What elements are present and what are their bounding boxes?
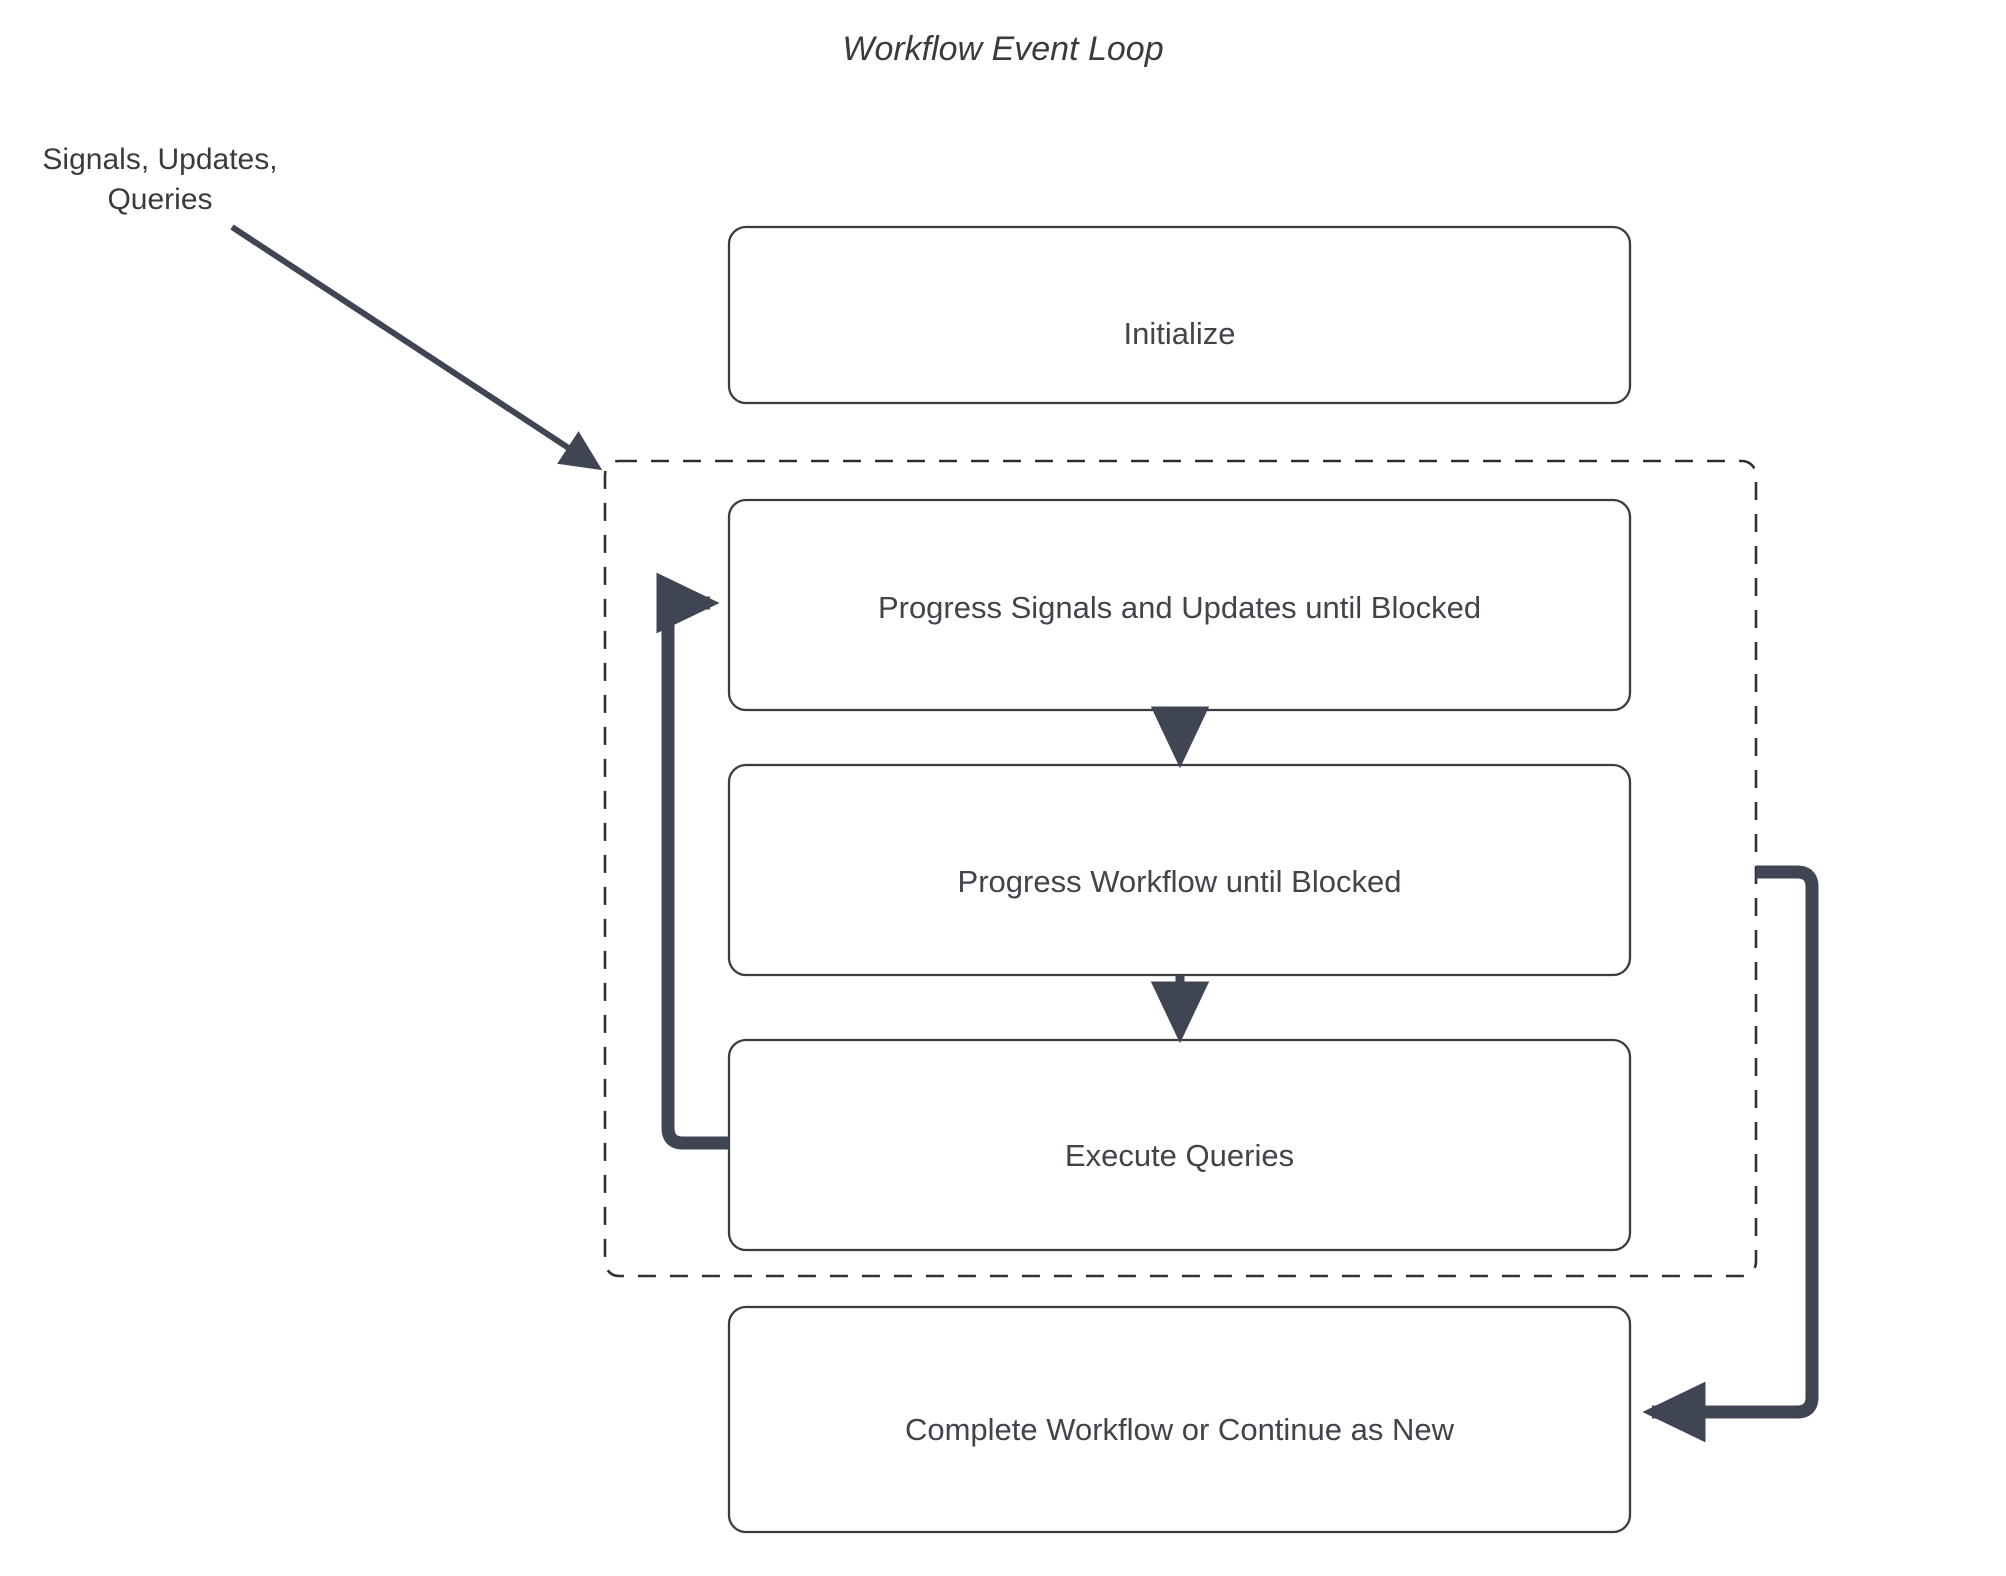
node-box-complete-workflow[interactable] [727,1305,1632,1534]
node-box-progress-workflow[interactable] [727,763,1632,977]
node-box-progress-signals-updates[interactable] [727,498,1632,712]
edge-loop-to-complete [1642,865,1819,1443]
edge-execute-queries-loop-back [656,572,729,1150]
edge-signals-into-loop [230,224,603,471]
node-box-execute-queries[interactable] [727,1038,1632,1252]
node-box-initialize[interactable] [727,225,1632,405]
